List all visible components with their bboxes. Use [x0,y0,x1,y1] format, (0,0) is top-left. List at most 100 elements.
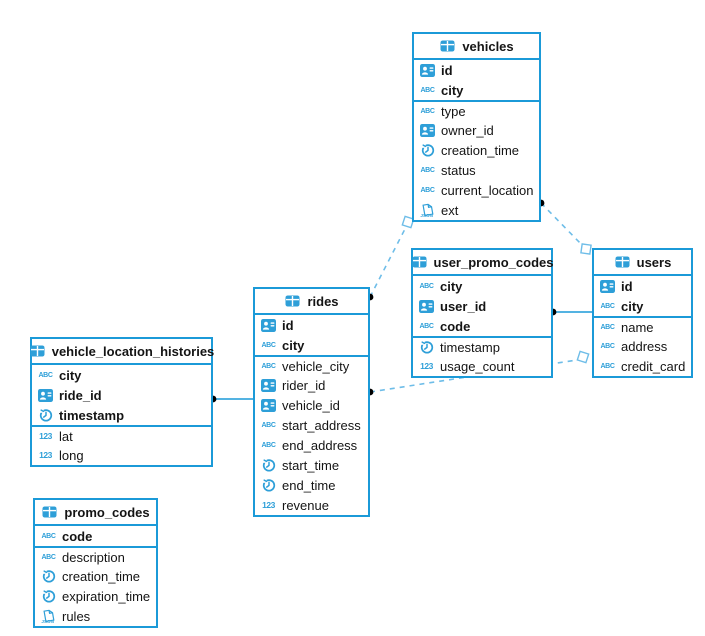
column-name: start_address [282,417,361,433]
person-id-icon [37,388,54,402]
abc-string-icon: ABC [600,362,615,370]
column-name: city [59,367,82,383]
column-name: code [440,318,471,334]
123-numeric-icon: 123 [39,449,52,460]
clock-icon [419,143,436,157]
column-row-vehicle_location_histories-timestamp: timestamp [32,405,211,425]
svg-text:JSON: JSON [420,213,433,218]
clock-icon [260,458,277,472]
clock-icon [260,478,277,492]
table-header[interactable]: users [594,250,691,276]
column-name: id [621,278,633,294]
table-grid-icon [29,345,46,357]
column-row-users-city: ABC city [594,296,691,316]
abc-string-icon: ABC [420,86,435,94]
column-name: id [441,62,453,78]
column-name: owner_id [441,122,494,138]
column-name: status [441,162,476,178]
table-header[interactable]: user_promo_codes [411,250,554,276]
column-name: lat [59,428,73,444]
column-name: start_time [282,457,340,473]
column-row-vehicles-id: id [414,60,539,80]
column-name: vehicle_id [282,397,340,413]
table-title: users [636,254,672,270]
abc-string-icon: ABC [420,166,435,174]
column-row-vehicle_location_histories-city: ABC city [32,365,211,385]
column-row-rides-end_address: ABC end_address [255,435,368,455]
column-name: expiration_time [62,588,151,604]
column-name: ride_id [59,387,102,403]
column-name: end_address [282,437,358,453]
table-vehicle_location_histories[interactable]: vehicle_location_histories ABC city ride_i… [29,337,214,467]
column-name: usage_count [440,358,515,374]
abc-string-icon: ABC [38,371,53,379]
abc-string-icon: ABC [420,186,435,194]
column-name: city [282,337,305,353]
table-title: rides [307,293,339,309]
relation-user_promo_codes-to-users [549,308,592,316]
column-name: ext [441,202,459,218]
abc-string-icon: ABC [261,441,276,449]
table-grid-icon [411,256,428,268]
column-name: name [621,319,654,335]
abc-string-icon: ABC [41,532,56,540]
person-id-icon [418,299,435,313]
column-row-user_promo_codes-user_id: user_id [413,296,551,316]
column-row-vehicles-owner_id: owner_id [414,120,539,140]
column-row-promo_codes-creation_time: creation_time [35,566,156,586]
json-document-icon: JSON [40,609,57,624]
person-id-icon [419,63,436,77]
relation-endpoint-square [580,243,592,255]
json-document-icon: JSON [419,203,436,218]
column-row-vehicles-ext: JSON ext [414,200,539,220]
relation-vehicles-to-users [537,199,592,255]
column-row-user_promo_codes-usage_count: 123 usage_count [413,356,551,376]
column-name: rider_id [282,377,326,393]
person-id-icon [260,318,277,332]
table-grid-icon [614,256,631,268]
column-name: timestamp [59,407,125,423]
clock-icon [40,589,57,603]
table-header[interactable]: rides [255,289,368,315]
column-row-rides-rider_id: rider_id [255,375,368,395]
column-row-rides-vehicle_id: vehicle_id [255,395,368,415]
123-numeric-icon: 123 [420,360,433,371]
column-row-rides-end_time: end_time [255,475,368,495]
column-name: city [621,298,644,314]
table-title: vehicle_location_histories [51,343,215,359]
column-row-rides-start_time: start_time [255,455,368,475]
123-numeric-icon: 123 [262,499,275,510]
table-header[interactable]: promo_codes [35,500,156,526]
column-name: type [441,103,466,119]
column-name: long [59,447,84,463]
table-title: user_promo_codes [433,254,554,270]
person-id-icon [260,378,277,392]
column-name: creation_time [62,568,141,584]
column-row-users-id: id [594,276,691,296]
column-name: city [440,278,463,294]
abc-string-icon: ABC [261,421,276,429]
abc-string-icon: ABC [600,302,615,310]
column-name: timestamp [440,339,500,355]
table-header[interactable]: vehicle_location_histories [29,339,214,365]
abc-string-icon: ABC [41,553,56,561]
table-header[interactable]: vehicles [414,34,539,60]
